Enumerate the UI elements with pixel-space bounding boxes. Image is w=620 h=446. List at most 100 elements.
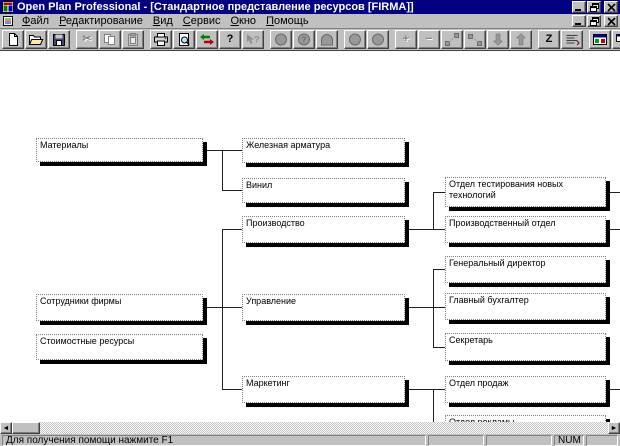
scrollbar-thumb[interactable] [12, 422, 40, 434]
copy-icon [102, 33, 118, 46]
menu-edit[interactable]: Редактирование [59, 14, 143, 27]
org-node-label: Отдел тестирования новых технологий [449, 179, 564, 200]
arrow-right-icon: ► [610, 424, 618, 432]
expand-window-button[interactable] [612, 30, 620, 49]
refresh-data-button[interactable] [196, 30, 218, 49]
window-controls [572, 1, 618, 13]
new-document-button[interactable] [2, 30, 24, 49]
resource-circle-button[interactable] [270, 30, 292, 49]
context-help-button[interactable]: ? [242, 30, 264, 49]
org-node-label: Сотрудники фирмы [40, 296, 122, 306]
org-node-testing[interactable]: Отдел тестирования новых технологий [445, 177, 606, 207]
org-node-sales[interactable]: Отдел продаж [445, 376, 606, 403]
menu-window[interactable]: Окно [230, 14, 257, 27]
child-close-button[interactable] [604, 15, 618, 27]
org-node-management[interactable]: Управление [242, 294, 405, 321]
status-bar: Для получения помощи нажмите F1 NUM [0, 434, 620, 446]
print-preview-button[interactable] [173, 30, 195, 49]
expand-window-icon [615, 33, 620, 46]
org-node-iron[interactable]: Железная арматура [242, 138, 405, 163]
link-nodes-button[interactable] [441, 30, 463, 49]
org-node-accountant[interactable]: Главный бухгалтер [445, 293, 606, 320]
org-node-ads[interactable]: Отдел рекламы [445, 415, 606, 422]
connector-line [222, 229, 223, 390]
move-down-icon [490, 33, 506, 46]
help-button[interactable]: ? [219, 30, 241, 49]
sort-view-button[interactable] [561, 30, 583, 49]
org-node-label: Генеральный директор [449, 258, 546, 268]
title-bar[interactable]: Open Plan Professional - [Стандартное пр… [0, 0, 620, 14]
org-node-label: Отдел рекламы [449, 417, 515, 422]
org-node-staff[interactable]: Сотрудники фирмы [36, 294, 203, 321]
org-node-materials[interactable]: Материалы [36, 138, 203, 162]
connector-line [433, 192, 446, 193]
remove-node-button[interactable]: − [418, 30, 440, 49]
resource-arch-icon [319, 33, 335, 46]
node-circle-2-button[interactable] [367, 30, 389, 49]
status-help-text: Для получения помощи нажмите F1 [2, 435, 426, 446]
org-node-cost[interactable]: Стоимостные ресурсы [36, 334, 203, 360]
connector-line [433, 347, 446, 348]
resource-circle-icon [273, 33, 289, 46]
move-up-button[interactable] [510, 30, 532, 49]
refresh-data-icon [199, 33, 215, 46]
restore-button[interactable] [587, 1, 601, 13]
child-minimize-button[interactable] [572, 15, 586, 27]
copy-button[interactable] [99, 30, 121, 49]
minimize-icon [574, 17, 585, 26]
arrow-left-icon: ◄ [2, 424, 10, 432]
move-up-icon [513, 33, 529, 46]
open-file-button[interactable] [25, 30, 47, 49]
unlink-nodes-icon [467, 33, 483, 46]
menu-help[interactable]: Помощь [266, 14, 309, 27]
connector-line [610, 389, 620, 390]
move-down-button[interactable] [487, 30, 509, 49]
save-button[interactable] [48, 30, 70, 49]
menu-file[interactable]: Файл [22, 14, 50, 27]
paste-button[interactable] [122, 30, 144, 49]
org-node-prod-dept[interactable]: Производственный отдел [445, 216, 606, 243]
add-node-button[interactable]: + [395, 30, 417, 49]
link-nodes-icon [444, 33, 460, 46]
tile-window-button[interactable] [589, 30, 611, 49]
z-order-button[interactable]: Z [538, 30, 560, 49]
app-icon [2, 1, 14, 13]
menu-service[interactable]: Сервис [182, 14, 221, 27]
cut-button[interactable]: ✂ [76, 30, 98, 49]
menu-view[interactable]: Вид [152, 14, 173, 27]
connector-line [433, 269, 434, 348]
menu-items: Файл Редактирование Вид Сервис Окно Помощь [17, 15, 314, 28]
connector-line [222, 229, 243, 230]
node-circle-2-icon [370, 33, 386, 46]
document-icon[interactable] [2, 15, 14, 27]
connector-line [433, 389, 434, 422]
connector-line [222, 150, 223, 191]
org-node-ceo[interactable]: Генеральный директор [445, 256, 606, 283]
status-panel-3 [486, 435, 552, 446]
resource-query-button[interactable]: ? [293, 30, 315, 49]
org-node-label: Материалы [40, 140, 89, 150]
scroll-right-button[interactable]: ► [608, 422, 620, 434]
org-node-label: Стоимостные ресурсы [40, 336, 135, 346]
scroll-left-button[interactable]: ◄ [0, 422, 12, 434]
org-node-production[interactable]: Производство [242, 216, 405, 243]
cut-icon: ✂ [82, 33, 92, 45]
minimize-button[interactable] [572, 1, 586, 13]
org-node-label: Производство [246, 218, 305, 228]
print-preview-icon [176, 33, 192, 46]
save-icon [51, 33, 67, 46]
node-circle-1-button[interactable] [344, 30, 366, 49]
org-node-vinyl[interactable]: Винил [242, 178, 405, 203]
close-button[interactable] [604, 1, 618, 13]
org-node-marketing[interactable]: Маркетинг [242, 376, 405, 403]
horizontal-scrollbar: ◄ ► [0, 422, 620, 434]
scrollbar-track[interactable] [12, 422, 608, 434]
unlink-nodes-button[interactable] [464, 30, 486, 49]
child-restore-button[interactable] [587, 15, 601, 27]
close-icon [606, 2, 617, 12]
org-node-secretary[interactable]: Секретарь [445, 333, 606, 361]
print-button[interactable] [150, 30, 172, 49]
resource-arch-button[interactable] [316, 30, 338, 49]
